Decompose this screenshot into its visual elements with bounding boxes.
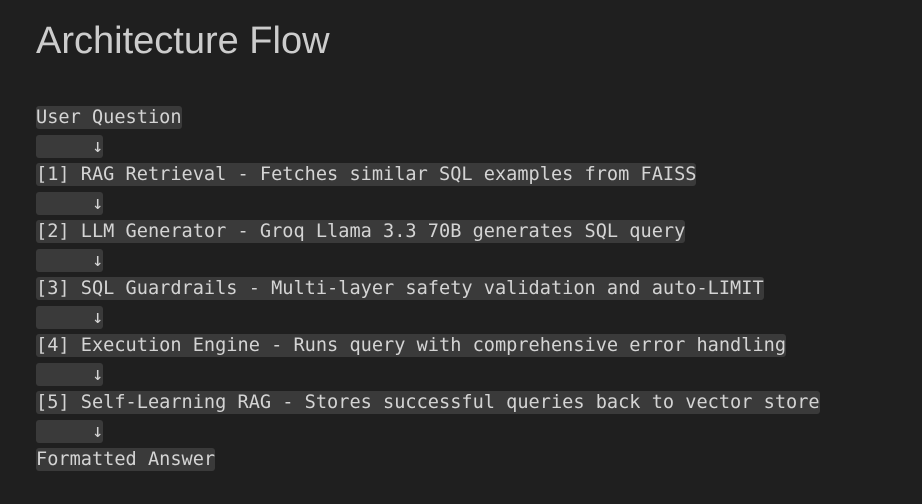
down-arrow-icon: ↓: [36, 191, 104, 215]
flow-step-sql-guardrails: [3] SQL Guardrails - Multi-layer safety …: [36, 277, 764, 300]
flow-step-llm-generator: [2] LLM Generator - Groq Llama 3.3 70B g…: [36, 220, 686, 243]
flow-step-execution-engine: [4] Execution Engine - Runs query with c…: [36, 334, 787, 357]
down-arrow-icon: ↓: [36, 362, 104, 386]
down-arrow-icon: ↓: [36, 305, 104, 329]
architecture-flow: User Question ↓ [1] RAG Retrieval - Fetc…: [36, 106, 820, 477]
flow-step-rag-retrieval: [1] RAG Retrieval - Fetches similar SQL …: [36, 163, 697, 186]
down-arrow-icon: ↓: [36, 248, 104, 272]
page-title: Architecture Flow: [36, 20, 330, 62]
down-arrow-icon: ↓: [36, 134, 104, 158]
flow-end: Formatted Answer: [36, 448, 216, 471]
flow-step-self-learning-rag: [5] Self-Learning RAG - Stores successfu…: [36, 391, 820, 414]
flow-start: User Question: [36, 106, 182, 129]
down-arrow-icon: ↓: [36, 419, 104, 443]
